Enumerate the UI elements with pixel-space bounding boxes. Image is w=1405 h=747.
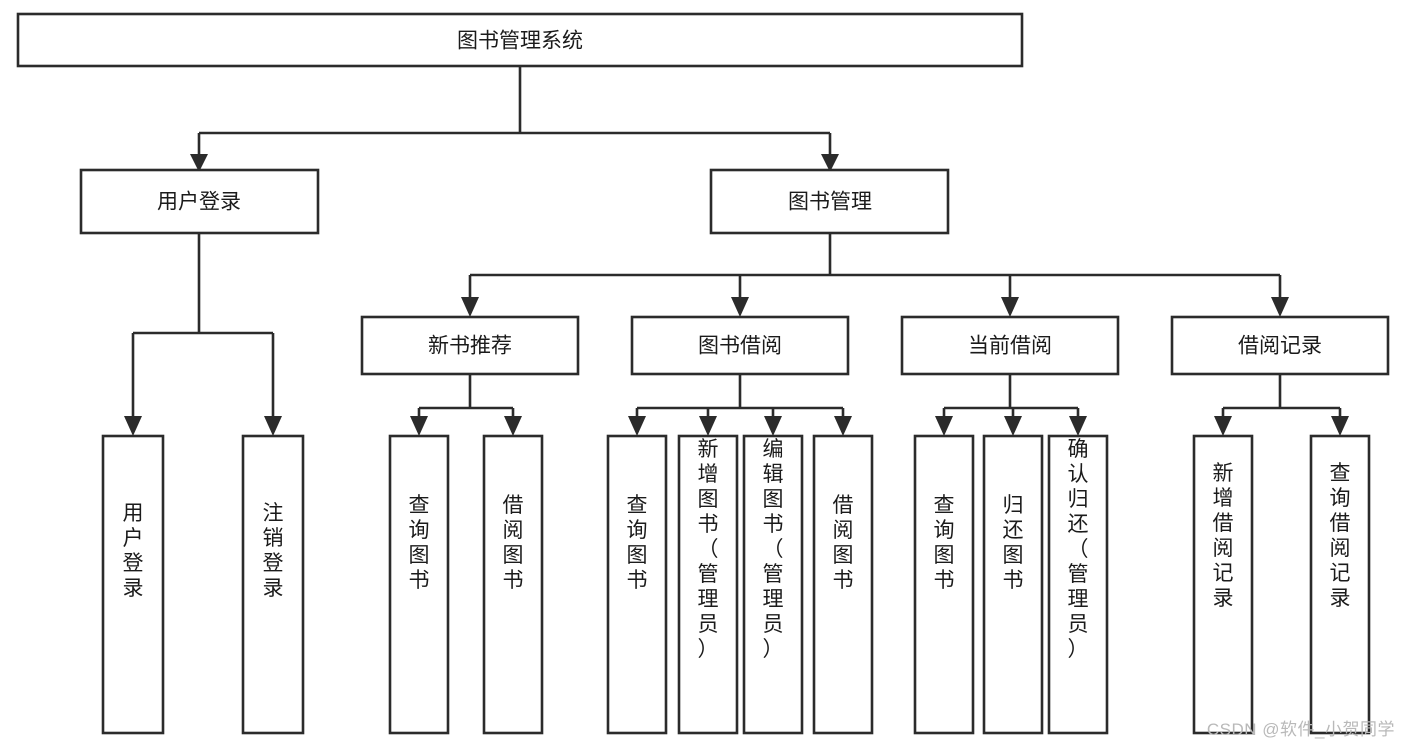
leaf-borrow-book-label: 借阅图书: [833, 494, 854, 592]
leaf-add-borrow-record-label: 新增借阅记录: [1213, 462, 1234, 610]
node-user-login-label: 用户登录: [157, 191, 241, 214]
node-new-book-recommend-label: 新书推荐: [428, 335, 512, 358]
connector-book-manage-branch: [468, 233, 1282, 298]
connector-group: [124, 66, 1349, 436]
node-root-label: 图书管理系统: [457, 30, 583, 53]
node-book-borrow-box[interactable]: [630, 315, 850, 376]
node-current-borrow[interactable]: 当前借阅: [900, 315, 1120, 376]
leaf-borrow-book-recommend-label: 借阅图书: [503, 494, 524, 592]
leaf-node-logout[interactable]: 注销登录: [241, 434, 305, 735]
connector-user-login-branch: [131, 233, 275, 418]
node-current-borrow-box[interactable]: [900, 315, 1120, 376]
arrow-head-leaf-return-book: [1004, 416, 1022, 436]
leaf-query-borrow-record-label: 查询借阅记录: [1330, 462, 1351, 610]
leaf-query-book-current-box[interactable]: [913, 434, 975, 735]
leaf-query-borrow-record-box[interactable]: [1309, 434, 1371, 735]
leaf-add-book-box[interactable]: [677, 434, 739, 735]
leaf-logout-label: 注销登录: [263, 502, 284, 600]
connector-current-borrow-branch: [942, 374, 1080, 418]
csdn-watermark: CSDN @软件_小贺同学: [1206, 720, 1395, 739]
arrow-head-new-book-recommend: [461, 297, 479, 317]
leaf-return-book-box[interactable]: [982, 434, 1044, 735]
leaf-confirm-return-box[interactable]: [1047, 434, 1109, 735]
arrow-head-leaf-query-book-3: [935, 416, 953, 436]
node-book-management-label: 图书管理: [788, 191, 872, 214]
leaf-node-add-borrow-record[interactable]: 新增借阅记录: [1192, 434, 1254, 735]
arrow-head-borrow-record: [1271, 297, 1289, 317]
arrow-head-leaf-confirm-return: [1069, 416, 1087, 436]
leaf-user-login-box[interactable]: [101, 434, 165, 735]
leaf-query-book-current-label: 查询图书: [934, 494, 955, 592]
leaf-query-book-recommend-box[interactable]: [388, 434, 450, 735]
node-borrow-record-box[interactable]: [1170, 315, 1390, 376]
arrow-head-leaf-add-record: [1214, 416, 1232, 436]
leaf-node-query-book-current[interactable]: 查询图书: [913, 434, 975, 735]
leaf-node-query-borrow-record[interactable]: 查询借阅记录: [1309, 434, 1371, 735]
arrow-head-leaf-logout: [264, 416, 282, 436]
node-borrow-record-label: 借阅记录: [1238, 335, 1322, 358]
arrow-head-leaf-borrow-book-2: [834, 416, 852, 436]
connector-book-borrow-branch: [635, 374, 845, 418]
node-book-borrow-label: 图书借阅: [698, 335, 782, 358]
node-new-book-recommend-box[interactable]: [360, 315, 580, 376]
arrow-head-leaf-borrow-book-1: [504, 416, 522, 436]
leaf-node-user-login[interactable]: 用户登录: [101, 434, 165, 735]
arrow-head-leaf-user-login: [124, 416, 142, 436]
leaf-node-confirm-return[interactable]: 确认归还（管理员）: [1047, 434, 1109, 735]
node-book-borrow[interactable]: 图书借阅: [630, 315, 850, 376]
node-user-login-box[interactable]: [79, 168, 320, 235]
leaf-return-book-label: 归还图书: [1003, 494, 1024, 592]
arrow-head-book-manage: [821, 154, 839, 172]
connector-new-book-recommend-branch: [417, 374, 515, 418]
leaf-node-query-book-borrow[interactable]: 查询图书: [606, 434, 668, 735]
leaf-confirm-return-label: 确认归还（管理员）: [1068, 438, 1089, 661]
leaf-add-book-label: 新增图书（管理员）: [698, 438, 719, 661]
node-current-borrow-label: 当前借阅: [968, 335, 1052, 358]
connector-borrow-record-branch: [1221, 374, 1342, 418]
leaf-edit-book-label: 编辑图书（管理员）: [763, 438, 784, 661]
leaf-node-edit-book[interactable]: 编辑图书（管理员）: [742, 434, 804, 735]
node-root-book-management-system[interactable]: 图书管理系统: [16, 12, 1024, 68]
leaf-edit-book-box[interactable]: [742, 434, 804, 735]
leaf-borrow-book-box[interactable]: [812, 434, 874, 735]
leaf-node-add-book[interactable]: 新增图书（管理员）: [677, 434, 739, 735]
leaf-logout-box[interactable]: [241, 434, 305, 735]
arrow-head-book-borrow: [731, 297, 749, 317]
leaf-query-book-borrow-box[interactable]: [606, 434, 668, 735]
node-book-management[interactable]: 图书管理: [709, 168, 950, 235]
connector-root-trunk: [197, 66, 832, 155]
arrow-head-leaf-add-book: [699, 416, 717, 436]
arrow-head-user-login: [190, 154, 208, 172]
leaf-user-login-label: 用户登录: [123, 502, 144, 600]
leaf-query-book-recommend-label: 查询图书: [409, 494, 430, 592]
leaf-query-book-borrow-label: 查询图书: [627, 494, 648, 592]
arrow-head-leaf-edit-book: [764, 416, 782, 436]
node-new-book-recommend[interactable]: 新书推荐: [360, 315, 580, 376]
leaf-node-query-book-recommend[interactable]: 查询图书: [388, 434, 450, 735]
arrow-head-leaf-query-book-2: [628, 416, 646, 436]
arrow-head-leaf-query-record: [1331, 416, 1349, 436]
leaf-node-borrow-book[interactable]: 借阅图书: [812, 434, 874, 735]
leaf-add-borrow-record-box[interactable]: [1192, 434, 1254, 735]
leaf-borrow-book-recommend-box[interactable]: [482, 434, 544, 735]
leaf-node-return-book[interactable]: 归还图书: [982, 434, 1044, 735]
node-user-login[interactable]: 用户登录: [79, 168, 320, 235]
leaf-node-borrow-book-recommend[interactable]: 借阅图书: [482, 434, 544, 735]
arrow-head-leaf-query-book-1: [410, 416, 428, 436]
node-borrow-record[interactable]: 借阅记录: [1170, 315, 1390, 376]
arrow-head-current-borrow: [1001, 297, 1019, 317]
node-root-box[interactable]: [16, 12, 1024, 68]
node-book-management-box[interactable]: [709, 168, 950, 235]
